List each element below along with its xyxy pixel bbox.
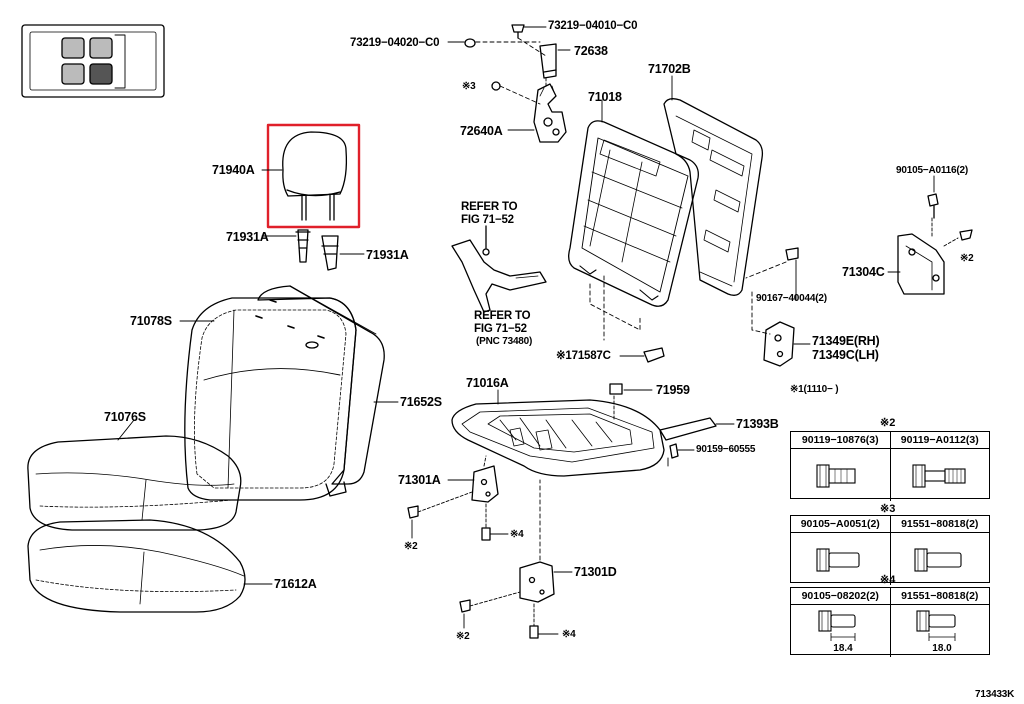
label-90167-40044: 90167−40044(2) [756,293,827,304]
headrest-highlight-box [266,123,361,229]
recliner-lever-drawing [539,43,571,79]
table-mark2-col2: 90119−A0112(3) [889,432,990,448]
recliner-drawing [491,77,567,143]
label-71393b: 71393B [736,417,779,431]
table-mark4-col2: 91551−80818(2) [889,588,990,604]
table-title-mark3: ※3 [880,503,896,515]
label-71016a: 71016A [466,376,509,390]
label-mark4-a: ※4 [510,529,524,540]
label-90105-a0116: 90105−A0116(2) [896,165,968,176]
label-71652s: 71652S [400,395,442,409]
headrest-drawing [282,131,348,221]
label-71940a: 71940A [212,163,255,177]
label-72638: 72638 [574,44,608,58]
label-refer2-line3: (PNC 73480) [476,336,533,347]
label-71959: 71959 [656,383,690,397]
label-mark2-a: ※2 [404,541,418,552]
table-title-mark4: ※4 [880,574,896,586]
bolt-icon [816,464,856,488]
label-73219-04010: 73219−04010−C0 [548,20,638,32]
label-71702b: 71702B [648,62,691,76]
dimension-18-0: 18.0 [932,643,952,654]
table-mark2-cell2 [889,449,990,501]
bracket-71349-drawing [763,321,811,367]
seatback-frame-drawing [568,99,699,307]
table-mark3-cell2 [889,533,990,585]
cushion-cover-drawing [27,435,242,531]
table-title-mark2: ※2 [880,417,896,429]
headrest-guides [295,229,339,271]
bolt-icon: 18.0 [915,610,956,654]
table-mark4-cell1: 18.4 [791,605,890,657]
label-mark3: ※3 [462,81,476,92]
bracket-71301d-drawing [459,479,573,639]
label-71612a: 71612A [274,577,317,591]
seat-locator-thumbnail [21,24,165,98]
table-mark2-cell1 [791,449,890,501]
label-refer2-line2: FIG 71−52 [474,323,527,335]
label-71076s: 71076S [104,410,146,424]
seat-frame-drawing [451,389,665,477]
dimension-18-4: 18.4 [833,643,853,654]
seatback-pad-drawing [255,285,385,497]
table-mark3-col2: 91551−80818(2) [889,516,990,532]
bracket-71301a-drawing [407,455,509,541]
clip-71959-drawing [609,383,653,421]
bolt-icon [913,548,962,572]
label-71304c: 71304C [842,265,885,279]
label-71349c: 71349C(LH) [812,348,879,362]
cushion-pad-drawing [27,519,246,613]
seatback-cover-drawing [184,297,357,501]
label-mark2-right: ※2 [960,253,974,264]
label-refer1-line2: FIG 71−52 [461,214,514,226]
table-mark4-cell2: 18.0 [889,605,990,657]
fastener-table-mark2: 90119−10876(3) 90119−A0112(3) [790,431,990,501]
strap-71393b-drawing [659,417,735,467]
table-mark4-col1: 90105−08202(2) [801,590,879,602]
label-refer2-line1: REFER TO [474,310,531,322]
table-mark3-col1: 90105−A0051(2) [800,518,880,530]
label-71349e: 71349E(RH) [812,334,880,348]
diagram-id: 713433K [975,689,1015,700]
label-71078s: 71078S [130,314,172,328]
fastener-table-mark3: 90105−A0051(2) 91551−80818(2) [790,515,990,585]
stud-bolt-icon [911,464,966,488]
label-mark2-b: ※2 [456,631,470,642]
label-71931a-right: 71931A [366,248,409,262]
fastener-table-mark4: 90105−08202(2) 91551−80818(2) 18.4 18.0 [790,587,990,657]
pad-71587c-drawing [643,347,665,363]
label-mark1-note: ※1(1110− ) [790,384,839,395]
label-73219-04020: 73219−04020−C0 [350,37,440,49]
label-71018: 71018 [588,90,622,104]
label-71587c: ※171587C [556,350,611,362]
top-fasteners [447,24,547,57]
label-72640a: 72640A [460,124,503,138]
seatbelt-buckle-drawing [451,225,547,313]
label-71301d: 71301D [574,565,617,579]
table-mark3-cell1 [791,533,890,585]
bolt-icon [816,548,860,572]
label-71301a: 71301A [398,473,441,487]
label-mark4-b: ※4 [562,629,576,640]
label-90159-60555: 90159−60555 [696,444,756,455]
label-refer1-line1: REFER TO [461,201,518,213]
seatback-board-drawing [663,75,764,296]
bracket-71304c-drawing [887,175,973,295]
label-71931a-left: 71931A [226,230,269,244]
bolt-icon: 18.4 [818,610,856,654]
table-mark2-col1: 90119−10876(3) [801,434,879,446]
bolt-90167-drawing [745,247,799,335]
